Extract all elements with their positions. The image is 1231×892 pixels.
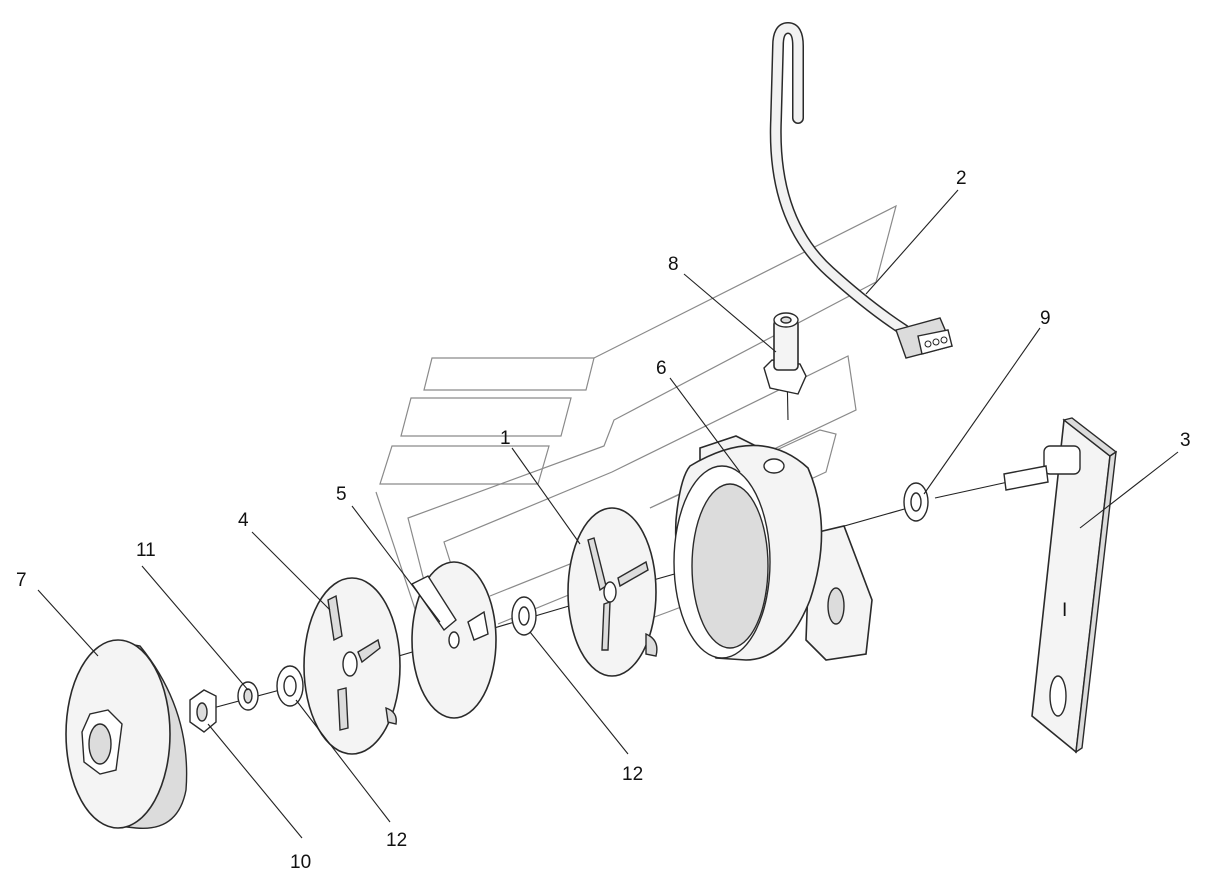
callout-1: 1 <box>500 428 511 449</box>
part-lever-3: I <box>1003 417 1118 754</box>
callout-3: 3 <box>1180 430 1191 451</box>
part-nut-10 <box>189 689 217 733</box>
callout-12-left: 12 <box>386 830 407 851</box>
part-fitting-8 <box>763 312 807 395</box>
callout-4: 4 <box>238 510 249 531</box>
part-washer-9 <box>903 482 929 522</box>
part-washer-12-left <box>276 665 304 707</box>
leader-lines <box>37 189 1179 839</box>
callout-7: 7 <box>16 570 27 591</box>
part-3-mark: I <box>1062 600 1067 621</box>
part-washer-12-mid <box>511 596 537 636</box>
callout-12-mid: 12 <box>622 764 643 785</box>
callout-5: 5 <box>336 484 347 505</box>
callout-11: 11 <box>136 540 156 561</box>
part-cable-2 <box>769 21 953 359</box>
part-cap-7 <box>65 639 188 830</box>
callout-9: 9 <box>1040 308 1051 329</box>
callout-6: 6 <box>656 358 667 379</box>
callout-labels: 1 2 3 4 5 6 7 8 9 10 11 12 12 <box>16 168 1191 873</box>
part-housing-6 <box>673 435 873 661</box>
part-disc-4 <box>303 577 401 755</box>
part-nut-11 <box>237 681 259 711</box>
part-plate-5 <box>410 561 497 719</box>
part-rotor-1 <box>567 507 658 677</box>
callout-10: 10 <box>290 852 311 873</box>
callout-2: 2 <box>956 168 967 189</box>
callout-8: 8 <box>668 254 679 275</box>
